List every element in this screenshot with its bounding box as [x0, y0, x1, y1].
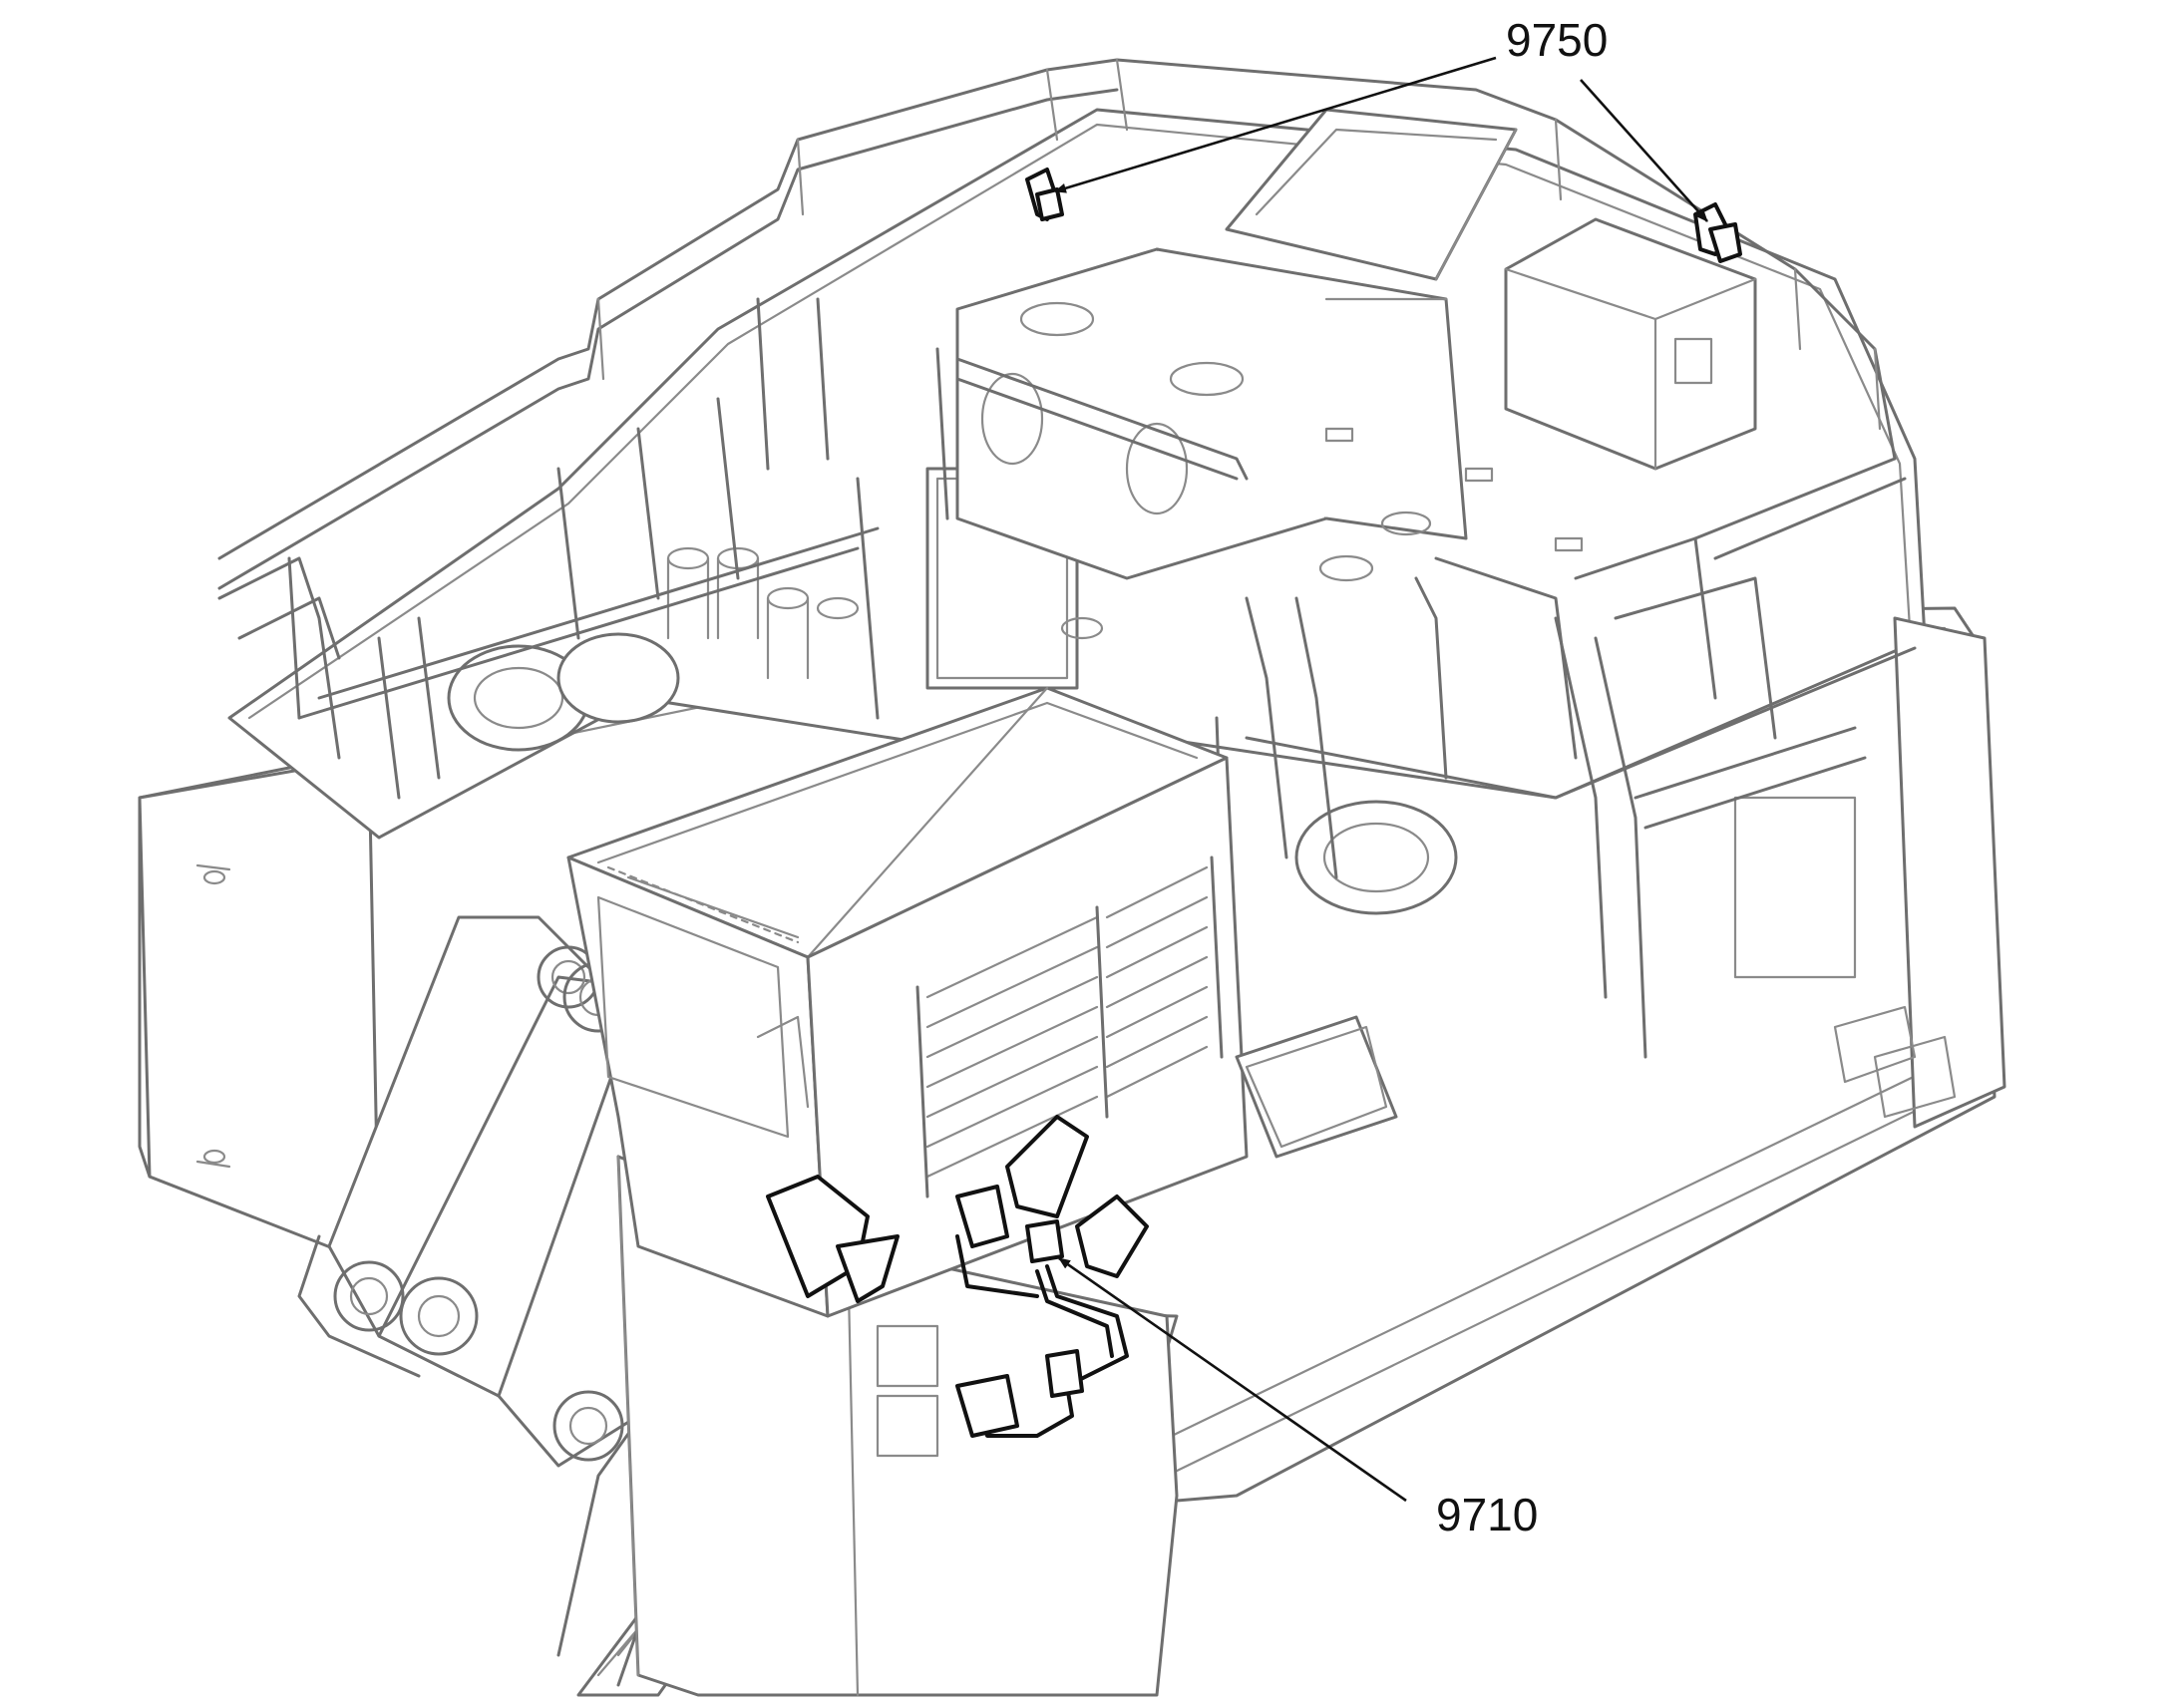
leader-line-9750-a [1054, 56, 1497, 193]
operator-cab [566, 686, 1398, 1318]
leader-line-9710 [1058, 1256, 1407, 1503]
callout-label-9750: 9750 [1506, 14, 1608, 66]
leader-line-9750-b [1580, 79, 1708, 222]
cab-louvers [915, 855, 1224, 1198]
cab-light-group [766, 1115, 1149, 1438]
tank-cluster [666, 546, 860, 680]
callouts: 9750 9710 [1054, 14, 1708, 1540]
callout-label-9710: 9710 [1436, 1489, 1538, 1540]
handrails [217, 58, 1907, 1059]
